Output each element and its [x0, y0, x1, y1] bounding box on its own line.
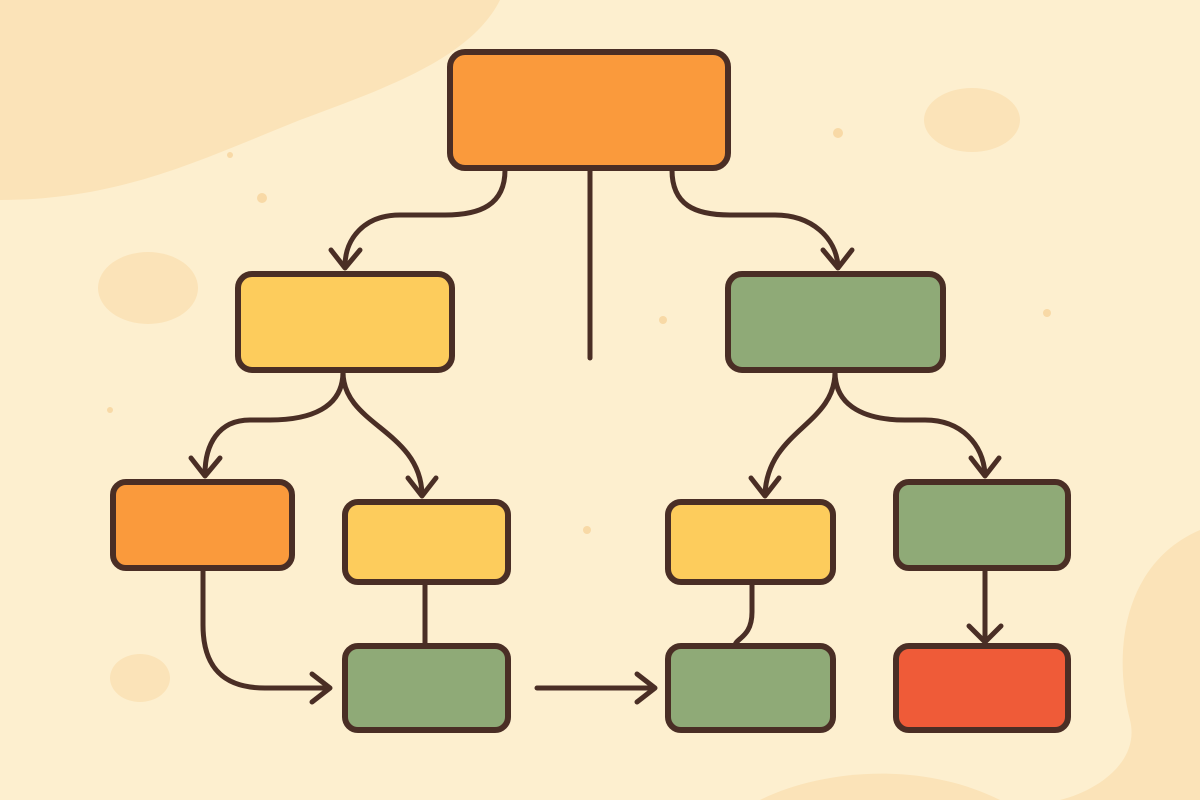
arrowhead: [328, 247, 363, 271]
arrowhead: [634, 671, 658, 705]
background-dot: [833, 128, 843, 138]
background-blob: [1060, 530, 1200, 800]
node-bottom-2: [665, 643, 836, 733]
arrowhead: [968, 455, 1002, 479]
connectors: [188, 167, 1004, 705]
arrowhead: [966, 623, 1004, 645]
arrowhead: [748, 475, 782, 499]
node-left-left: [110, 479, 295, 571]
background-blob: [110, 654, 170, 702]
arrowhead: [405, 475, 439, 499]
connector-root-to-left: [342, 167, 508, 269]
background-blob: [760, 773, 1000, 800]
background-blob: [924, 88, 1020, 152]
node-right-left: [665, 499, 836, 585]
connector-right-to-rightleft: [762, 369, 838, 497]
nodes: [110, 49, 1071, 733]
background-blob: [98, 252, 198, 324]
node-right-child: [725, 271, 946, 373]
arrowhead: [820, 247, 855, 271]
connector-left-to-leftright: [340, 369, 425, 497]
arrowhead: [309, 671, 333, 705]
background-dot: [583, 526, 591, 534]
background-dot: [227, 152, 233, 158]
connector-right-to-rightright: [832, 369, 988, 477]
connector-rightleft-to-bottom2: [732, 581, 755, 649]
arrowhead: [188, 455, 223, 479]
node-left-child: [235, 271, 455, 373]
connector-leftleft-to-bottom1: [200, 567, 331, 691]
connector-left-to-leftleft: [202, 369, 346, 477]
background-dot: [257, 193, 267, 203]
background-blob: [0, 0, 500, 200]
background-dot: [659, 316, 667, 324]
background-dot: [1043, 309, 1051, 317]
node-left-right: [342, 499, 511, 585]
node-bottom-1: [342, 643, 511, 733]
node-root: [447, 49, 731, 171]
node-bottom-3: [893, 643, 1071, 733]
node-right-right: [893, 479, 1071, 571]
background-dot: [107, 407, 113, 413]
connector-root-to-right: [669, 167, 841, 269]
